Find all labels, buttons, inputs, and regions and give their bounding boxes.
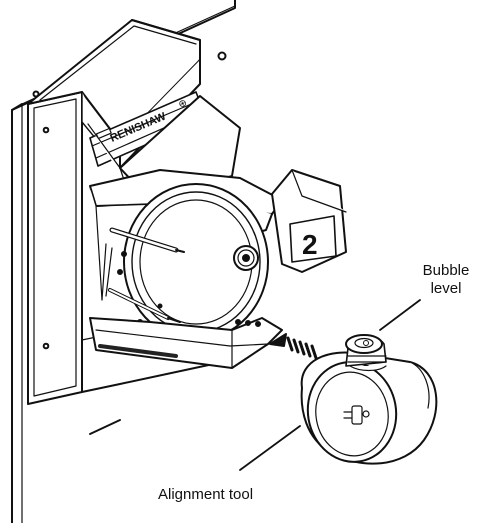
port-lower-jaw [89, 317, 283, 369]
port-aperture [101, 183, 269, 341]
pillar-screw [42, 126, 50, 134]
mounting-hole [217, 51, 227, 61]
port-number: 2 [302, 229, 318, 260]
rack-side-pillar [27, 91, 233, 405]
leader-lines [239, 299, 421, 471]
alignment-arrow [269, 333, 318, 360]
bubble-level-label-line1: Bubble [422, 262, 470, 279]
alignment-tool-leader [239, 425, 301, 471]
port-number-tag [271, 169, 347, 273]
alignment-tool [300, 334, 438, 465]
bubble-level-callout: Bubble level [416, 262, 476, 298]
bubble-level-label-line2: level [430, 280, 462, 297]
pillar-screw [42, 342, 50, 350]
brand-mark: ⊕ [177, 97, 189, 110]
port-housing [27, 19, 207, 181]
bubble-level-leader [379, 299, 421, 331]
alignment-tool-callout: Alignment tool [158, 486, 254, 503]
